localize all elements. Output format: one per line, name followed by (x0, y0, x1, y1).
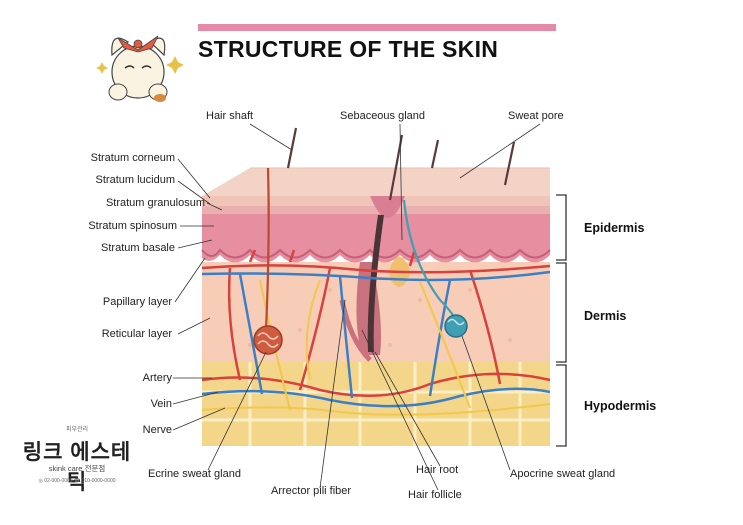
title-bar (198, 24, 556, 31)
label-stratum-corneum: Stratum corneum (90, 152, 175, 164)
label-stratum-spinosum: Stratum spinosum (88, 220, 177, 232)
brand-logo: 피부관리 링크 에스테틱 skink care 전문점 ◎ 02-000-000… (22, 420, 132, 494)
page-title: STRUCTURE OF THE SKIN (198, 36, 499, 62)
label-epidermis: Epidermis (584, 221, 645, 235)
label-apocrine-sweat-gland: Apocrine sweat gland (510, 468, 616, 480)
label-ecrine-sweat-gland: Ecrine sweat gland (148, 468, 241, 480)
label-stratum-granulosum: Stratum granulosum (105, 197, 205, 209)
label-papillary-layer: Papillary layer (102, 296, 172, 308)
label-reticular-layer: Reticular layer (101, 328, 172, 340)
mascot-cat-icon (96, 35, 184, 102)
label-stratum-lucidum: Stratum lucidum (95, 174, 175, 186)
ecrine-sweat-gland (253, 167, 283, 355)
layer-brackets (556, 194, 567, 447)
logo-subtitle: skink care 전문점 (48, 464, 106, 473)
hair-shafts (286, 127, 516, 201)
logo-name: 링크 에스테틱 (22, 441, 132, 494)
leader-lines (172, 123, 541, 491)
arteries (201, 249, 551, 397)
label-stratum-basale: Stratum basale (101, 242, 175, 254)
label-dermis: Dermis (584, 309, 627, 323)
label-hair-root: Hair root (416, 464, 459, 476)
label-hair-shaft: Hair shaft (206, 110, 254, 122)
label-nerve: Nerve (142, 424, 172, 436)
logo-contact: ◎ 02-000-0000 ☎ 010-0000-0000 (38, 478, 116, 484)
label-sweat-pore: Sweat pore (508, 110, 564, 122)
label-vein: Vein (150, 398, 172, 410)
logo-top-text: 피부관리 (65, 427, 89, 433)
veins (201, 270, 551, 408)
label-sebaceous-gland: Sebaceous gland (340, 110, 426, 122)
label-artery: Artery (142, 372, 172, 384)
label-hypodermis: Hypodermis (584, 399, 657, 413)
apocrine-sweat-gland (402, 199, 468, 338)
label-arrector-pili-fiber: Arrector pili fiber (271, 485, 352, 497)
label-hair-follicle: Hair follicle (408, 489, 462, 501)
